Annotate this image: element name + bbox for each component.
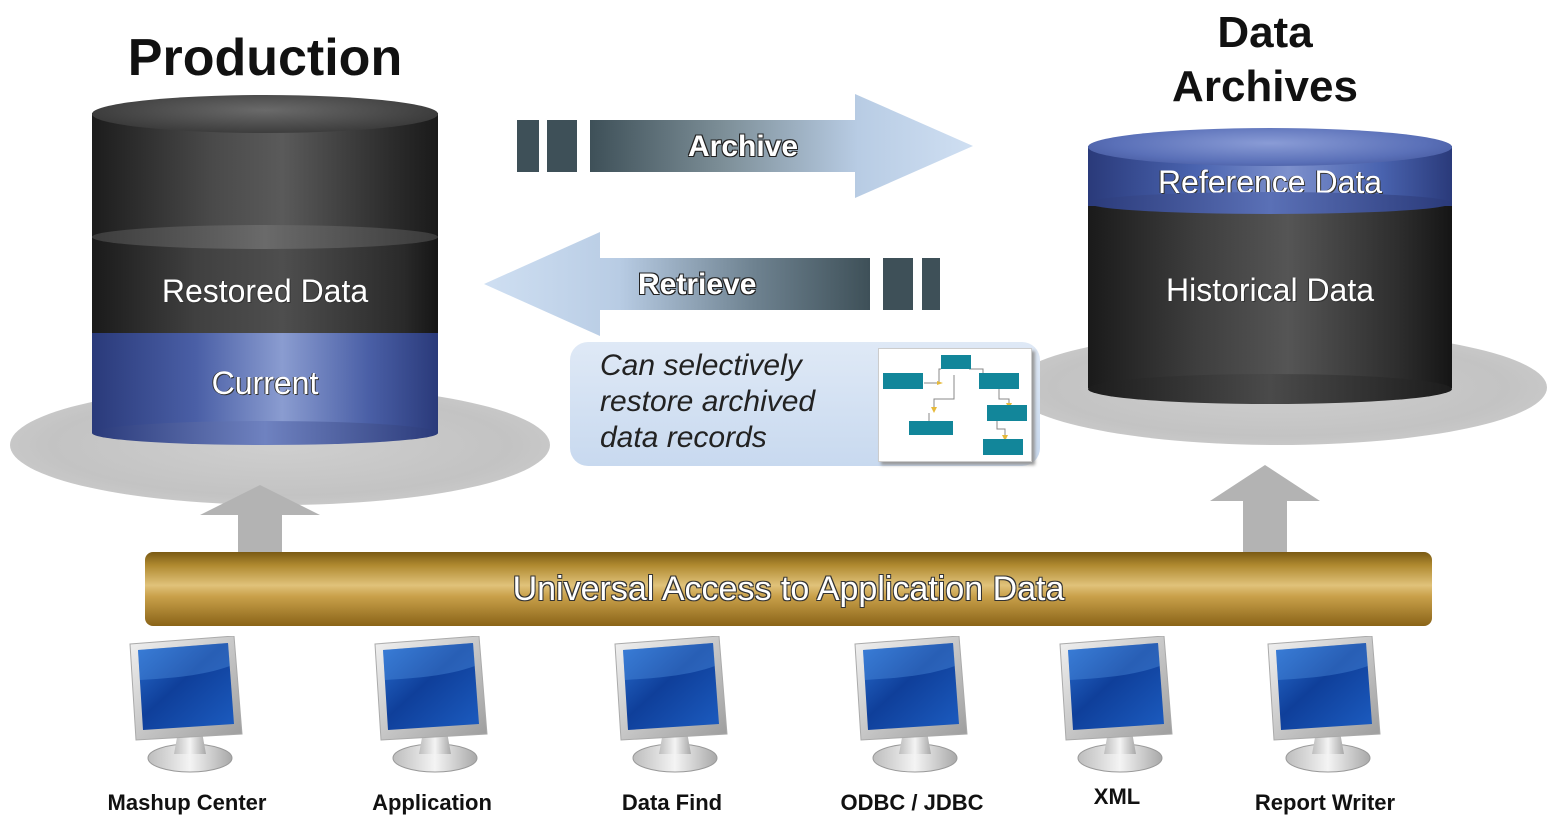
production-database-cylinder: Restored Data Current: [92, 95, 438, 455]
retrieve-dash-1: [883, 258, 913, 310]
archive-dash-1: [517, 120, 539, 172]
production-title: Production: [127, 29, 403, 87]
selective-restore-callout: Can selectively restore archived data re…: [570, 342, 1040, 466]
production-restored-top: [92, 225, 438, 249]
archives-reference-bottom: [1088, 192, 1452, 214]
callout-line-1: Can selectively: [600, 349, 802, 382]
monitor-icon: [854, 636, 968, 773]
retrieve-arrow: [484, 232, 940, 336]
production-bottom-ellipse: [92, 421, 438, 445]
archives-title-line1: Data: [1217, 8, 1313, 57]
callout-text: Can selectively restore archived data re…: [600, 348, 815, 456]
monitor-icon: [1267, 636, 1381, 773]
retrieve-arrow-body: [484, 232, 870, 336]
retrieve-label: Retrieve: [638, 268, 757, 301]
production-top-ellipse: [92, 95, 438, 133]
client-label-data-find: Data Find: [621, 790, 723, 815]
monitor-icon: [1059, 636, 1173, 773]
archive-arrow: [517, 94, 973, 198]
monitor-icon: [374, 636, 488, 773]
production-current-band: Current: [92, 333, 438, 433]
retrieve-dash-2: [922, 258, 940, 310]
client-label-odbc-jdbc: ODBC / JDBC: [840, 790, 984, 815]
archives-bottom-ellipse: [1088, 374, 1452, 404]
client-label-application: Application: [372, 790, 492, 815]
historical-data-label: Historical Data: [1165, 272, 1375, 308]
client-label-mashup-center: Mashup Center: [107, 790, 267, 815]
monitor-icon: [614, 636, 728, 773]
archives-top-ellipse: [1088, 128, 1452, 166]
archives-historical-band: Historical Data: [1088, 198, 1452, 388]
production-restored-band: Restored Data: [92, 235, 438, 335]
universal-access-label: Universal Access to Application Data: [512, 570, 1065, 608]
archive-dash-2: [547, 120, 577, 172]
restored-data-label: Restored Data: [161, 273, 369, 309]
monitor-icon: [129, 636, 243, 773]
up-arrow-to-production: [200, 485, 320, 555]
archives-title-line2: Archives: [1172, 62, 1358, 111]
callout-line-2: restore archived: [600, 385, 816, 418]
flowchart-thumbnail-icon: [878, 348, 1032, 462]
client-label-xml: XML: [1093, 784, 1141, 809]
current-label: Current: [211, 365, 319, 401]
callout-line-3: data records: [600, 421, 767, 454]
archive-arrow-body: [590, 94, 973, 198]
archives-title: Data Archives: [1140, 6, 1390, 114]
archive-label: Archive: [688, 130, 799, 163]
up-arrow-to-archives: [1210, 465, 1320, 555]
archives-database-cylinder: Historical Data Reference Data: [1088, 128, 1452, 408]
client-label-report-writer: Report Writer: [1254, 790, 1396, 815]
universal-access-bar: Universal Access to Application Data: [145, 552, 1432, 626]
